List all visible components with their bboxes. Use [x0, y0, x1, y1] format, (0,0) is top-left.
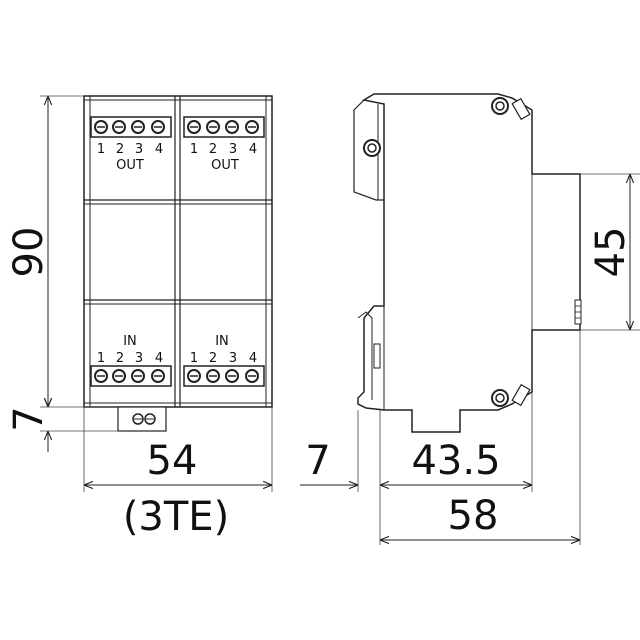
terminal-number: 4: [155, 142, 163, 157]
terminal-number: 1: [190, 142, 198, 157]
terminal-number: 1: [190, 351, 198, 366]
terminal-number: 4: [249, 351, 257, 366]
in-label: IN: [123, 334, 137, 349]
terminal-number: 3: [229, 351, 237, 366]
terminal-number: 2: [209, 142, 217, 157]
in-label: IN: [215, 334, 229, 349]
terminal-number: 3: [135, 142, 143, 157]
side-housing: [357, 93, 581, 433]
out-label: OUT: [211, 158, 239, 173]
rail-clip: [117, 406, 167, 432]
out-label: OUT: [116, 158, 144, 173]
terminal-number: 4: [155, 351, 163, 366]
terminal-block-in-left: [90, 365, 172, 387]
dim-text-7-vertical: 7: [6, 406, 52, 431]
terminal-number: 4: [249, 142, 257, 157]
dim-text-43-5: 43.5: [411, 438, 500, 484]
dim-text-3te: (3TE): [123, 494, 229, 540]
dim-text-58: 58: [448, 493, 499, 539]
terminal-block-out-left: [90, 116, 172, 138]
front-view: 1 2 3 4 OUT 1 2 3 4 OUT IN 1 2 3 4: [83, 95, 273, 432]
terminal-number: 1: [97, 142, 105, 157]
dim-text-7-horizontal: 7: [305, 438, 330, 484]
terminal-number: 1: [97, 351, 105, 366]
terminal-block-out-right: [183, 116, 265, 138]
terminal-block-in-right: [183, 365, 265, 387]
terminal-number: 2: [116, 142, 124, 157]
front-housing: [83, 95, 273, 408]
front-dimensions: [40, 95, 273, 492]
terminal-number: 2: [116, 351, 124, 366]
terminal-number: 3: [229, 142, 237, 157]
side-view: [353, 93, 582, 433]
terminal-number: 3: [135, 351, 143, 366]
side-dimensions: [300, 173, 640, 545]
terminal-number: 2: [209, 351, 217, 366]
dim-text-54: 54: [147, 438, 198, 484]
dim-text-45: 45: [588, 227, 634, 278]
dim-text-90: 90: [6, 227, 52, 278]
